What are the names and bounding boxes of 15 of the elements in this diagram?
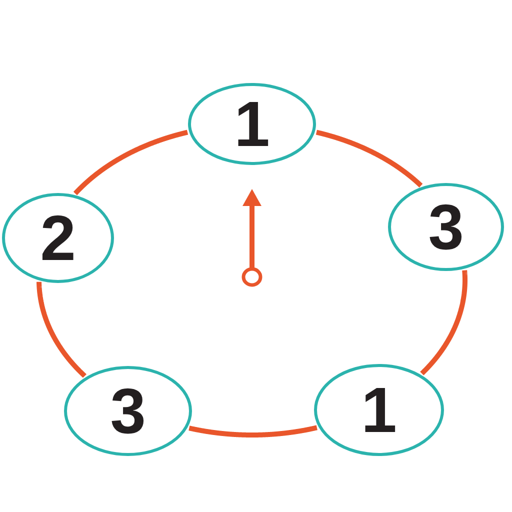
ring-arc <box>187 425 320 438</box>
number-label: 2 <box>40 206 76 270</box>
number-label: 3 <box>110 379 146 443</box>
number-ellipse <box>64 366 192 456</box>
number-ellipse <box>188 83 316 165</box>
ring-arc <box>36 280 88 378</box>
number-label: 1 <box>234 92 270 156</box>
number-ellipse <box>314 364 444 456</box>
ring-arc <box>314 130 424 188</box>
ring-arc <box>420 268 468 376</box>
ring-arc <box>72 130 190 196</box>
number-label: 1 <box>361 378 397 442</box>
number-label: 3 <box>428 195 464 259</box>
number-ellipse <box>388 183 504 271</box>
number-ellipse <box>2 193 114 283</box>
